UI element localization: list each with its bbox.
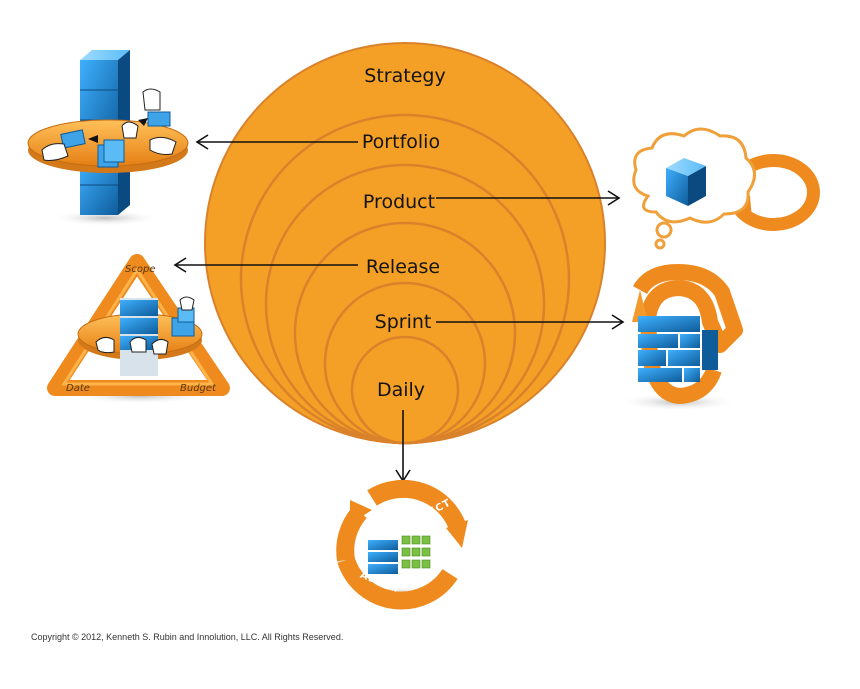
daily-circle (350, 335, 460, 445)
portfolio-arrow (195, 134, 358, 150)
inspect-adapt-icon: INSPECT ADAPT (336, 479, 468, 610)
product-vision-icon (632, 127, 820, 250)
sprint-arrow (436, 314, 625, 330)
release-triangle-icon: Scope Date Budget (47, 254, 230, 404)
release-label: Release (366, 256, 440, 278)
date-label: Date (66, 383, 90, 394)
sprint-blocks (638, 316, 718, 382)
product-arrow (436, 190, 621, 206)
budget-label: Budget (180, 383, 217, 394)
planning-onion: Strategy Portfolio Product Release Sprin… (204, 42, 606, 445)
daily-label: Daily (377, 379, 425, 401)
copyright-notice: Copyright © 2012, Kenneth S. Rubin and I… (31, 632, 344, 642)
strategy-label: Strategy (364, 65, 445, 87)
portfolio-planning-icon (27, 50, 189, 226)
scope-label: Scope (125, 264, 155, 275)
connector-arrows (173, 134, 625, 483)
portfolio-label: Portfolio (362, 131, 440, 153)
release-arrow (173, 257, 358, 273)
task-grid (401, 535, 431, 569)
product-label: Product (363, 191, 435, 213)
sprint-label: Sprint (375, 311, 432, 333)
sprint-cycle-icon (618, 264, 743, 411)
